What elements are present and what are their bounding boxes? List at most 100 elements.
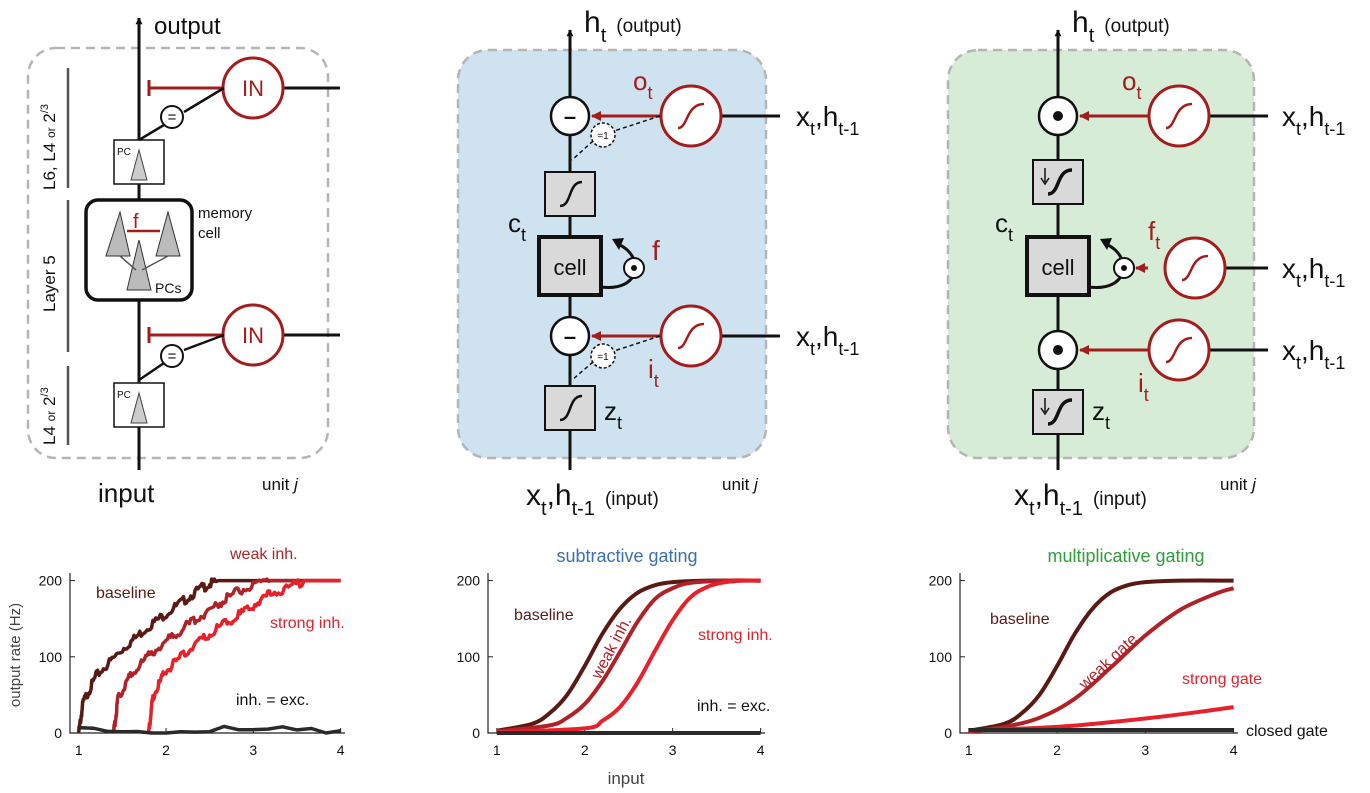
series-annotation: strong gate (1182, 671, 1262, 688)
x-axis-label: input (608, 769, 645, 788)
sigmoid-icon (1047, 168, 1073, 196)
panel-c-multiplicative-lstm: ht(output) xt,ht-1(input) unit j ot xt,h… (946, 6, 1345, 520)
input-gate-sigmoid (1147, 318, 1211, 382)
panel-b-subtractive-lstm: ht(output) xt,ht-1(input) unit j ot xt,h… (456, 6, 859, 520)
y-tick-label: 0 (944, 725, 952, 741)
svg-text:=: = (168, 348, 177, 365)
sigmoid-icon (559, 180, 583, 208)
pc-neuron-icon (130, 148, 148, 181)
series-line-weak-gate (968, 586, 1235, 734)
x-tick-label: 1 (493, 742, 501, 758)
subtract-node-output (549, 95, 591, 137)
pc-neuron-icon (130, 391, 148, 424)
eq1-node (590, 343, 616, 369)
svg-text:–: – (564, 324, 576, 349)
input-label: input (98, 478, 155, 508)
f-label: f (652, 235, 660, 266)
layer-top-label: L6, L4 or 2/3 (39, 104, 59, 190)
svg-text:=1: =1 (597, 131, 609, 142)
unit-boundary (26, 46, 330, 460)
i-gate-label: it (1138, 368, 1149, 405)
sigmoid-icon (677, 322, 705, 350)
sigmoid-icon (677, 102, 705, 130)
series-annotation: strong inh. (698, 627, 773, 644)
cell-label: cell (553, 255, 586, 280)
layer-bot-label: L4 or 2/3 (39, 387, 59, 445)
pc-neuron-left-icon (105, 210, 131, 257)
series-line-baseline (496, 578, 761, 733)
sigmoid-icon (1165, 102, 1193, 130)
sigmoid-icon (1047, 398, 1073, 426)
x-tick-label: 4 (337, 742, 345, 758)
x-tick-label: 1 (965, 742, 973, 758)
output-h-label: ht(output) (584, 6, 682, 47)
i-gate-label: it (648, 354, 659, 391)
cell-label: cell (1041, 255, 1074, 280)
gate-input-label: xt,ht-1 (1282, 101, 1345, 139)
series-annotation: inh. = exc. (236, 692, 309, 709)
y-tick-label: 0 (472, 725, 480, 741)
y-tick-label: 200 (457, 573, 481, 589)
unit-label: unit j (262, 475, 299, 494)
in-label-top: IN (242, 76, 264, 101)
unit-label: unit j (722, 475, 759, 494)
svg-text:=: = (168, 109, 177, 126)
x-tick-label: 4 (757, 742, 765, 758)
cell-box (1025, 235, 1091, 297)
pc-neuron-bottom-icon (126, 239, 152, 291)
series-annotation: strong inh. (270, 615, 345, 632)
series-line-baseline (968, 578, 1234, 733)
x-tick-label: 2 (581, 742, 589, 758)
z-label: zt (1092, 396, 1110, 433)
y-tick-label: 100 (457, 649, 481, 665)
series-annotation: closed gate (1246, 723, 1328, 740)
sigmoid-icon (1181, 254, 1209, 282)
gate-input-label: xt,ht-1 (796, 321, 859, 359)
x-tick-label: 3 (249, 742, 257, 758)
output-gate-sigmoid (1147, 84, 1211, 148)
x-tick-label: 3 (669, 742, 677, 758)
x-tick-label: 2 (1053, 742, 1061, 758)
output-label: output (154, 13, 221, 40)
equals-node (160, 105, 184, 129)
input-label: xt,ht-1(input) (1014, 479, 1147, 520)
series-annotation: baseline (990, 611, 1050, 628)
subtract-node-input (549, 315, 591, 357)
y-tick-label: 0 (54, 725, 62, 741)
y-tick-label: 200 (929, 573, 953, 589)
series-line-weak-inh (111, 577, 341, 734)
f-gate-label: ft (1148, 216, 1160, 253)
pcs-label: PCs (155, 280, 181, 296)
series-line-strong-inh (146, 578, 341, 734)
z-input-box (544, 385, 596, 431)
f-label: f (133, 211, 139, 233)
series-annotation: baseline (96, 585, 156, 602)
o-gate-label: ot (1122, 66, 1141, 103)
y-tick-label: 100 (929, 649, 953, 665)
gate-input-label: xt,ht-1 (1282, 253, 1345, 291)
series-line-inh-exc (78, 724, 341, 735)
series-line-strong-gate (968, 705, 1234, 733)
x-tick-label: 3 (1141, 742, 1149, 758)
c-label: ct (995, 208, 1013, 245)
x-tick-label: 1 (75, 742, 83, 758)
gate-input-label: xt,ht-1 (1282, 335, 1345, 373)
forget-gate-sigmoid (1163, 236, 1227, 300)
series-annotation: inh. = exc. (697, 698, 770, 715)
z-label: zt (604, 396, 622, 433)
series-annotation: weak inh. (229, 546, 298, 563)
series-line-strong-inh (496, 578, 761, 735)
y-axis-label: output rate (Hz) (7, 603, 24, 707)
pc-label-bottom: PC (117, 390, 131, 401)
eq1-node (590, 122, 616, 148)
chart-title: multiplicative gating (1047, 546, 1204, 566)
input-label: xt,ht-1(input) (526, 479, 659, 520)
sigmoid-icon (559, 394, 583, 422)
cell-label: cell (198, 225, 221, 242)
output-h-label: ht(output) (1072, 6, 1170, 47)
equals-node (160, 344, 184, 368)
output-gate-sigmoid (659, 84, 723, 148)
